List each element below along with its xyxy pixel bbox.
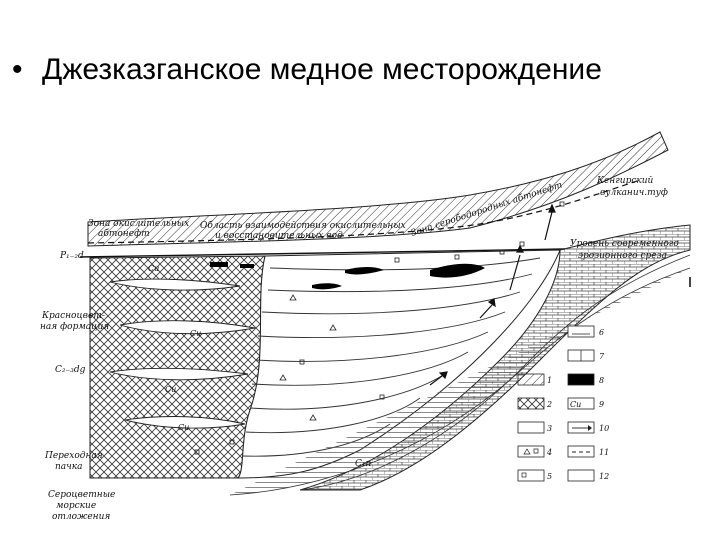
label-gray-formation-3: отложения: [52, 512, 110, 522]
legend-num-1: 1: [547, 376, 552, 385]
cu-label: Cu: [148, 264, 159, 273]
legend-swatch-10: [567, 421, 595, 434]
cu-label: Cu: [165, 385, 176, 394]
zone-boundary: [87, 179, 641, 244]
label-transitional-2: пачка: [55, 462, 83, 472]
label-zone-oxidation: Зона окислительных: [88, 219, 189, 229]
ore-body: [312, 283, 342, 290]
legend-num-4: 4: [546, 448, 552, 457]
legend: 1 2 3 4 5 6 7 8 Cu 9 10 11 12: [517, 325, 609, 482]
label-c1n: C₁n: [355, 459, 371, 469]
ore-body: [210, 262, 228, 267]
label-gray-formation-2: морские: [56, 501, 96, 511]
label-area-interaction: Область взаимодействия окислительных: [200, 220, 406, 231]
overburden-layer: [87, 131, 669, 247]
legend-swatch-9: [567, 397, 595, 410]
legend-swatch-5: [517, 469, 545, 482]
ore-body: [345, 267, 384, 275]
lens-1: [109, 278, 241, 291]
legend-swatch-11: [567, 445, 595, 458]
erosion-level-line: [79, 248, 566, 258]
legend-swatch-1: [517, 373, 545, 386]
ore-body: [430, 263, 485, 278]
legend-num-7: 7: [599, 352, 605, 361]
lens-4: [124, 416, 246, 429]
legend-num-6: 6: [599, 328, 604, 337]
legend-swatch-6: [567, 325, 595, 338]
legend-num-5: 5: [547, 472, 552, 481]
slide-title: • Джезказганское медное месторождение: [12, 50, 602, 90]
cu-label: Cu: [178, 423, 189, 432]
label-transitional: Переходная: [44, 451, 103, 461]
legend-num-12: 12: [599, 472, 609, 481]
legend-swatch-3: [517, 421, 545, 434]
label-gray-formation: Сероцветные: [48, 490, 115, 500]
lens-3: [109, 367, 249, 381]
legend-num-3: 3: [547, 424, 552, 433]
label-kengir-tuff-2: вулканич.туф: [600, 188, 668, 198]
legend-swatch-2: [517, 397, 545, 410]
bullet: •: [12, 53, 23, 86]
label-red-formation-2: ная формация: [40, 322, 109, 332]
label-kengir-tuff: Кенгирский: [596, 176, 654, 186]
legend-cu-label: Cu: [570, 400, 581, 409]
legend-num-11: 11: [599, 448, 609, 457]
label-erosion-level: Уровень современного: [570, 239, 679, 249]
cursor-mark: [689, 277, 691, 287]
legend-num-10: 10: [599, 424, 609, 433]
label-area-interaction-2: и восстановительных вод: [215, 231, 343, 241]
legend-num-8: 8: [599, 376, 604, 385]
legend-swatch-8: [567, 373, 595, 386]
label-erosion-level-2: эрозионного среза: [578, 251, 667, 261]
legend-swatch-4: [517, 445, 545, 458]
title-text: Джезказганское медное месторождение: [42, 53, 602, 86]
legend-swatch-12: [567, 469, 595, 482]
label-red-formation: Красноцвет-: [41, 311, 105, 321]
ore-body: [240, 264, 254, 268]
label-c-stratum: C₂₋₃dg: [55, 365, 86, 375]
legend-num-2: 2: [546, 400, 552, 409]
legend-num-9: 9: [599, 400, 604, 409]
lens-2: [119, 320, 256, 335]
label-p-stratum: P₁₋₂d: [59, 251, 84, 261]
label-zone-oxidation-2: абтонефт: [98, 228, 150, 239]
carbonate-band: [299, 224, 691, 491]
cu-label: Cu: [190, 329, 201, 338]
